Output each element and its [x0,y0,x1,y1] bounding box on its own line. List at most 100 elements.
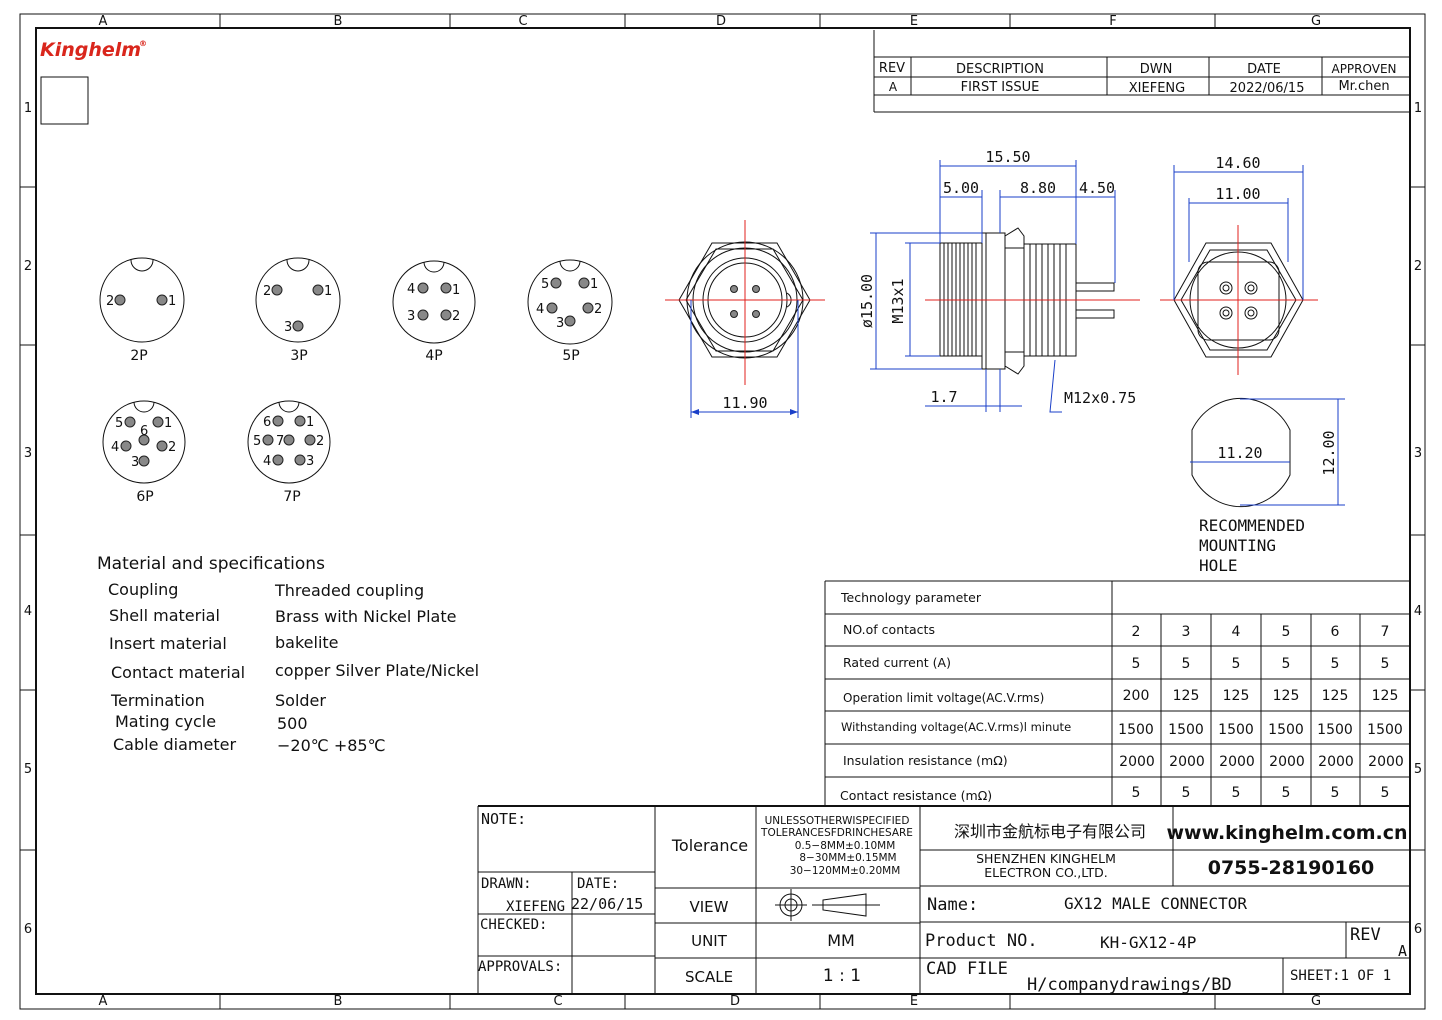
approven-header: APPROVEN [1331,62,1396,76]
pinout-5p: 5 1 4 2 3 5P [527,259,613,364]
pin-number: 1 [164,416,172,431]
row-label-right: 3 [1414,446,1422,461]
dim-seg1: 5.00 [943,179,979,197]
tech-cell: 5 [1132,785,1141,801]
tech-cell: 5 [1182,656,1191,672]
tech-cell: 125 [1372,688,1399,704]
row-label-left: 2 [24,259,32,274]
connector-side-view: 15.50 5.00 8.80 4.50 ø15.00 M13x1 1.7 M1… [858,148,1140,413]
col-label-bottom: D [730,994,740,1009]
date-value: 2022/06/15 [1230,81,1305,96]
title-block: NOTE: DRAWN: XIEFENG DATE: 22/06/15 CHEC… [477,805,1410,995]
hole-caption-line: MOUNTING [1199,536,1276,555]
spec-key: Cable diameter [113,735,236,754]
view-label: VIEW [690,898,729,916]
row-label-right: 6 [1414,922,1422,937]
dim-hex-width: 14.60 [1215,154,1260,172]
tech-cell: 125 [1173,688,1200,704]
tech-cell: 3 [1182,624,1191,640]
cad-file-label: CAD FILE [926,959,1008,979]
sheet-info: SHEET:1 OF 1 [1290,968,1391,984]
spec-value: copper Silver Plate/Nickel [275,661,479,680]
spec-value: Brass with Nickel Plate [275,607,456,626]
registered-mark: ® [139,39,147,48]
date-value: 22/06/15 [571,895,643,913]
connector-rear-view: 14.60 11.00 [1160,154,1318,375]
tolerance-line: TOLERANCESFDRINCHESARE [760,827,913,839]
dim-diameter: ø15.00 [858,274,876,328]
hole-caption-line: RECOMMENDED [1199,516,1305,535]
pin-number: 1 [168,294,176,309]
row-label-left: 4 [24,604,32,619]
row-label-right: 2 [1414,259,1422,274]
tech-cell: 2000 [1169,754,1205,770]
tech-cell: 5 [1282,624,1291,640]
approvals-label: APPROVALS: [478,959,562,975]
spec-key: Termination [110,691,205,710]
tech-cell: 125 [1273,688,1300,704]
col-label-top: D [716,14,726,29]
row-label-left: 6 [24,922,32,937]
tech-cell: 2000 [1269,754,1305,770]
pin-number: 3 [284,320,292,335]
tech-cell: 5 [1282,785,1291,801]
pinout-2p: 2 1 2P [99,257,185,364]
tech-row-label: Operation limit voltage(AC.V.rms) [843,691,1044,705]
pin-number: 1 [324,284,332,299]
spec-value: 500 [277,714,308,733]
specs-title: Material and specifications [97,554,325,574]
pin-number: 5 [541,277,549,292]
tech-cell: 2000 [1119,754,1155,770]
pinout-label: 3P [290,348,307,364]
tolerance-label: Tolerance [671,836,748,855]
spec-key: Coupling [108,580,178,599]
pin-number: 4 [407,282,415,297]
pin-number: 6 [263,415,271,430]
company-name-en: SHENZHEN KINGHELM [976,851,1116,866]
pin-number: 2 [452,309,460,324]
material-specs: Material and specifications Coupling Thr… [97,554,479,755]
tech-row-label: NO.of contacts [843,622,935,637]
col-label-bottom: C [553,994,562,1009]
col-label-top: G [1311,14,1321,29]
tech-cell: 2000 [1368,754,1404,770]
col-label-top: C [518,14,527,29]
inner-frame [35,27,1411,995]
tech-cell: 1500 [1118,722,1154,738]
col-label-top: B [334,14,343,29]
pin-number: 4 [536,302,544,317]
pin-number: 2 [168,440,176,455]
phone: 0755-28190160 [1208,857,1375,879]
note-label: NOTE: [481,810,526,828]
pin-number: 5 [115,416,123,431]
tech-cell: 200 [1123,688,1150,704]
tech-cell: 1500 [1268,722,1304,738]
dim-seg2: 8.80 [1020,179,1056,197]
dim-overall-length: 15.50 [985,148,1030,166]
dim-flange: 1.7 [930,388,957,406]
name-value: GX12 MALE CONNECTOR [1064,894,1247,913]
tech-row-label: Contact resistance (mΩ) [840,788,992,803]
pin-number: 6 [140,424,148,439]
pinout-6p: 5 1 6 4 2 3 6P [102,400,186,505]
row-label-right: 5 [1414,762,1422,777]
pinout-7p: 6 1 5 7 2 4 3 7P [247,400,331,505]
tolerance-line: 30−120MM±0.20MM [790,865,901,877]
scale-value: 1 : 1 [823,966,861,986]
tech-cell: 5 [1331,785,1340,801]
outer-frame [19,13,1426,1010]
hole-caption-line: HOLE [1199,556,1238,575]
tolerance-line: 0.5−8MM±0.10MM [795,840,896,852]
tech-cell: 125 [1223,688,1250,704]
kinghelm-logo: Kinghelm [40,39,141,61]
pinout-label: 7P [283,489,300,505]
drawn-by: XIEFENG [506,899,565,915]
mounting-hole-view: 11.20 12.00 RECOMMENDED MOUNTING HOLE [1190,397,1345,575]
pin-number: 5 [253,434,261,449]
website: www.kinghelm.com.cn [1167,822,1408,844]
tolerance-line: UNLESSOTHERWISPECIFIED [765,815,910,827]
rev-value: A [889,80,898,94]
company-name-en: ELECTRON CO.,LTD. [984,865,1107,880]
tech-title: Technology parameter [840,590,982,605]
